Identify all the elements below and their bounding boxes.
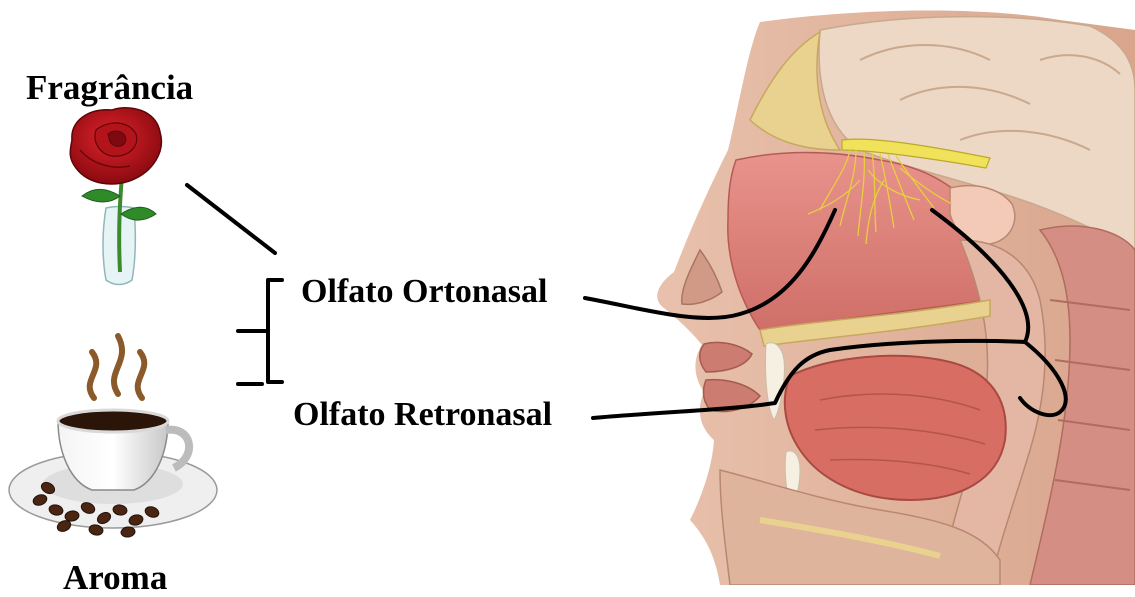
fragrance-connector bbox=[187, 185, 275, 253]
grouping-bracket bbox=[238, 280, 282, 382]
orthonasal-label: Olfato Ortonasal bbox=[301, 275, 547, 309]
aroma-label: Aroma bbox=[63, 560, 167, 595]
steam-icon bbox=[90, 336, 145, 398]
coffee-surface bbox=[58, 410, 168, 432]
retronasal-label: Olfato Retronasal bbox=[293, 398, 552, 432]
rose-illustration bbox=[70, 108, 161, 285]
fragrance-label: Fragrância bbox=[26, 70, 193, 105]
head-anatomy-illustration bbox=[657, 10, 1135, 585]
rose-leaf bbox=[82, 189, 120, 202]
coffee-illustration bbox=[9, 336, 217, 538]
